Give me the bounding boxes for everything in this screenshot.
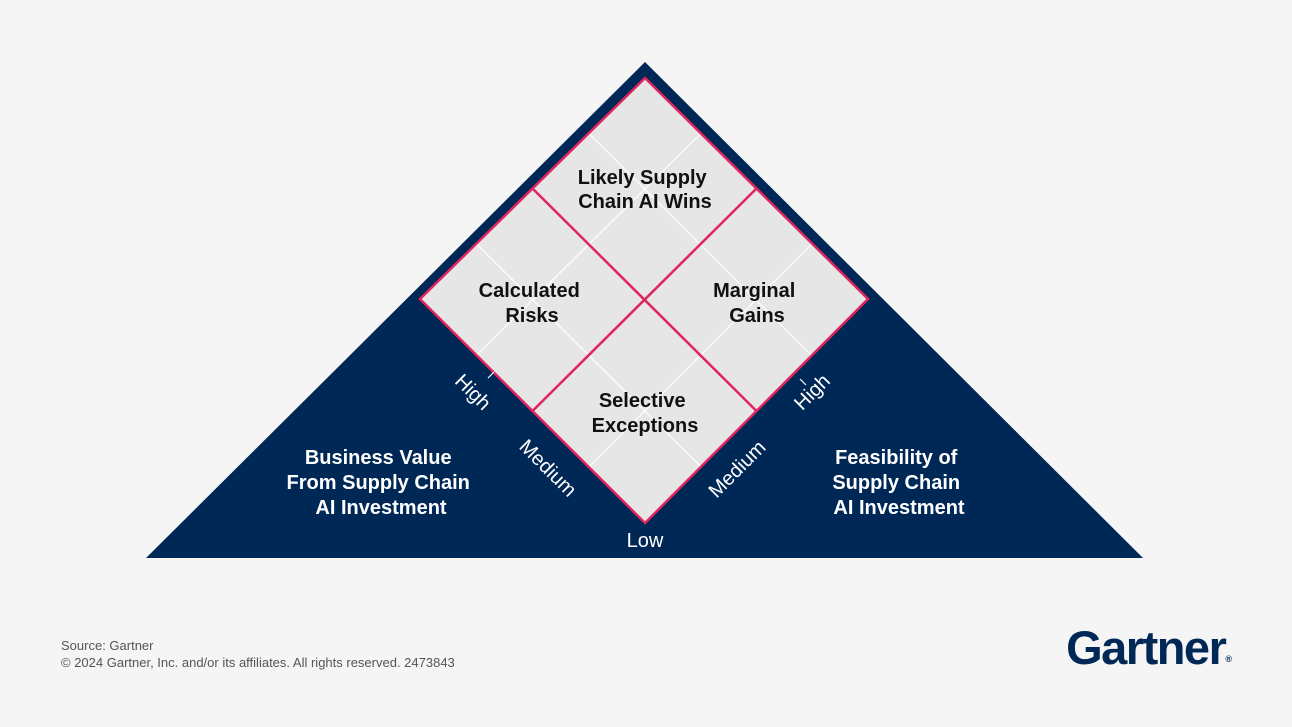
copyright-note: © 2024 Gartner, Inc. and/or its affiliat… [61,655,455,670]
quadrant-label-line: Chain AI Wins [578,191,712,213]
ai-investment-matrix-diagram: Likely Supply Chain AI Wins Calculated R… [146,62,1143,558]
matrix-quadrant-borders [418,76,870,525]
scale-low: Low [627,530,664,552]
gartner-logo: Gartner® [1066,620,1232,675]
quadrant-label-likely-wins: Likely Supply Chain AI Wins [578,167,713,213]
quadrant-label-line: Selective [599,390,686,412]
quadrant-label-selective-exceptions: Selective Exceptions [592,390,699,437]
quadrant-label-line: Likely Supply [578,167,708,189]
axis-title-line: Feasibility of [835,447,958,469]
quadrant-label-line: Risks [505,305,558,327]
axis-title-line: From Supply Chain [287,472,470,494]
quadrant-label-line: Exceptions [592,415,699,437]
quadrant-label-calculated-risks: Calculated Risks [479,280,586,327]
registered-mark: ® [1225,654,1232,664]
axis-title-line: Supply Chain [832,472,960,494]
axis-title-line: AI Investment [315,497,446,519]
quadrant-label-marginal-gains: Marginal Gains [713,280,801,327]
footer: Source: Gartner © 2024 Gartner, Inc. and… [61,637,455,671]
source-note: Source: Gartner [61,638,154,653]
axis-title-line: AI Investment [833,497,964,519]
quadrant-label-line: Calculated [479,280,580,302]
scale-ticks [487,371,807,386]
quadrant-label-line: Marginal [713,280,795,302]
axis-title-line: Business Value [305,447,452,469]
logo-text: Gartner [1066,621,1227,674]
right-axis-title: Feasibility of Supply Chain AI Investmen… [832,447,965,519]
left-axis-title: Business Value From Supply Chain AI Inve… [287,447,476,519]
quadrant-label-line: Gains [729,305,785,327]
